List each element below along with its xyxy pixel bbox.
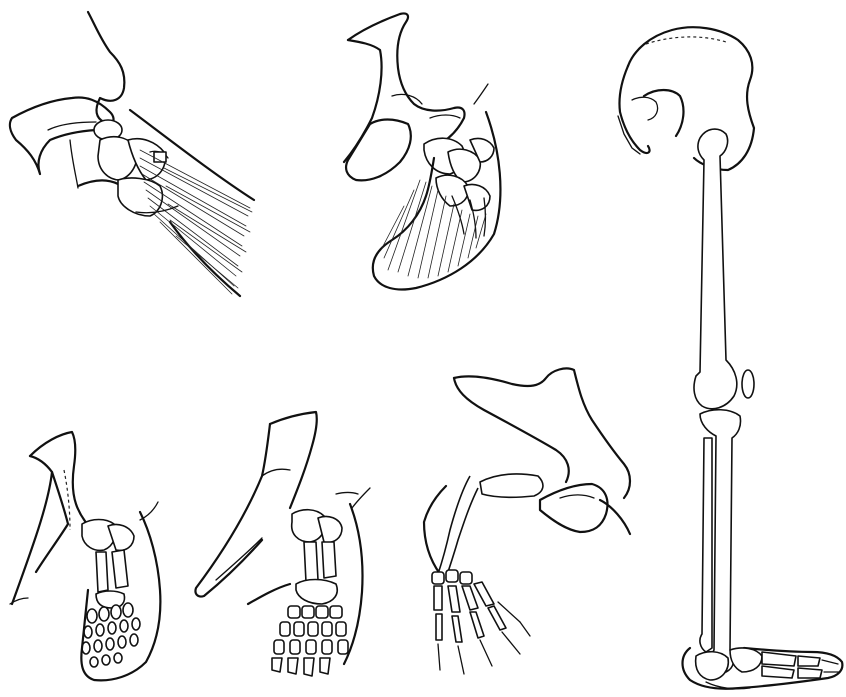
limb-outline (344, 488, 370, 664)
panel-limb-early-a (10, 432, 160, 680)
panel-limb-reptile (424, 368, 630, 674)
femur (694, 129, 754, 409)
shoulder-girdle (454, 368, 630, 534)
limb-bones (272, 510, 348, 676)
tibia-fibula (700, 410, 741, 672)
panel-fin-lobed (344, 13, 500, 289)
panel-limb-early-b (195, 412, 370, 676)
panel-fin-fringed (10, 12, 254, 296)
shoulder-girdle (10, 432, 96, 604)
pelvis (618, 27, 754, 170)
panel-human-leg (618, 27, 842, 689)
limb-bones (424, 474, 543, 674)
limb-bones (82, 520, 140, 668)
foot-bones (683, 648, 843, 689)
fin-base-bones (94, 120, 168, 216)
